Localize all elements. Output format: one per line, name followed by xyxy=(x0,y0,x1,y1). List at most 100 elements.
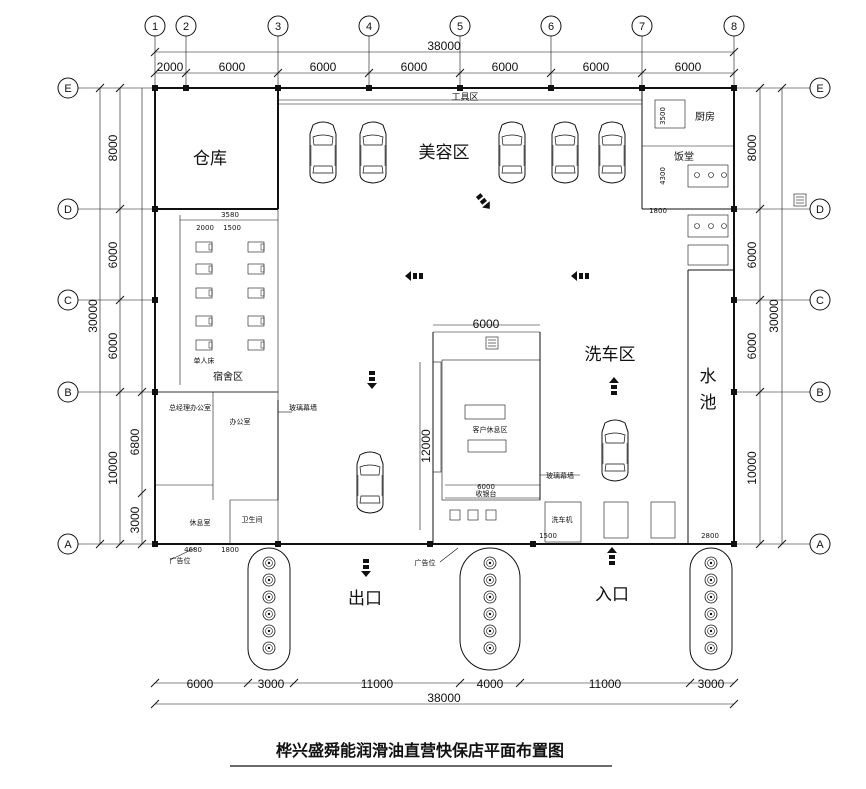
wash-height-dim: 12000 xyxy=(419,429,433,463)
warehouse-label: 仓库 xyxy=(193,149,227,169)
pool-bottom-dim: 2800 xyxy=(701,532,719,540)
wash-bays xyxy=(544,501,676,543)
kitchen-dim: 3500 xyxy=(659,107,667,125)
bottom-dimensions: 6000 3000 11000 4000 11000 3000 38000 xyxy=(150,677,739,709)
kitchen-label: 厨房 xyxy=(695,110,715,123)
top-total-dim: 38000 xyxy=(427,39,461,53)
grid-row-b-left: B xyxy=(64,387,71,399)
right-total-dim: 30000 xyxy=(767,299,781,333)
planter-right xyxy=(689,547,733,671)
dorm-beds: 单人床 xyxy=(194,241,265,365)
pool-label-2: 池 xyxy=(700,393,717,413)
grid-column-bubbles: 1 2 3 4 5 6 7 8 xyxy=(144,15,745,37)
top-dim-6: 6000 xyxy=(583,60,610,74)
top-dim-5: 6000 xyxy=(492,60,519,74)
left-dim-4: 10000 xyxy=(106,451,120,485)
top-dim-1: 2000 xyxy=(157,60,184,74)
grid-row-b-right: B xyxy=(816,387,823,399)
grid-row-bubbles: E D C B A E D C B A xyxy=(57,77,831,555)
arrow-down-icon xyxy=(367,371,377,389)
grid-columns xyxy=(154,36,735,88)
exit-label: 出口 xyxy=(348,589,382,609)
office-bottom-dim-b: 1800 xyxy=(221,546,239,554)
tools-label: 工具区 xyxy=(451,92,478,103)
grid-row-d-right: D xyxy=(816,204,824,216)
grid-col-4: 4 xyxy=(366,21,372,33)
kitchen-fixtures xyxy=(687,164,729,266)
office2-label: 办公室 xyxy=(230,417,251,426)
canteen-label: 饭堂 xyxy=(674,151,694,163)
grid-col-6: 6 xyxy=(548,21,554,33)
office1-label: 总经理办公室 xyxy=(169,403,211,412)
bottom-dim-1: 6000 xyxy=(187,677,214,691)
planter-left xyxy=(247,547,291,671)
car-icon xyxy=(359,121,387,184)
inner-dimensions: 6000 12000 3500 4300 1800 6000 3580 2000… xyxy=(184,107,719,554)
car-icon xyxy=(309,121,337,184)
arrow-down-icon xyxy=(361,559,371,577)
car-icon xyxy=(601,419,629,482)
grid-col-3: 3 xyxy=(275,21,281,33)
right-dim-1: 8000 xyxy=(745,134,759,161)
glass-wall-label-1: 玻璃幕墙 xyxy=(289,403,317,412)
wc-label: 卫生间 xyxy=(242,515,263,524)
lounge-label: 休息室 xyxy=(190,518,211,527)
page-title: 桦兴盛舜能润滑油直营快保店平面布置图 xyxy=(276,741,564,760)
room-labels: 仓库 美容区 洗车区 水 池 出口 入口 宿舍区 工具区 厨房 饭堂 总经理办公… xyxy=(169,92,717,609)
grid-row-c-left: C xyxy=(64,295,72,307)
dorm-label: 宿舍区 xyxy=(213,370,243,383)
bottom-dim-2: 3000 xyxy=(258,677,285,691)
bottom-total-dim: 38000 xyxy=(427,691,461,705)
left-inner-dim-4: 3000 xyxy=(128,506,142,533)
canteen-bottom-dim: 1800 xyxy=(649,207,667,215)
grid-col-5: 5 xyxy=(457,21,463,33)
wash-bay-dim: 1500 xyxy=(539,532,557,540)
building-walls xyxy=(152,85,737,547)
wash-zone-label: 洗车区 xyxy=(585,345,636,365)
left-dim-3: 6000 xyxy=(106,332,120,359)
grid-row-c-right: C xyxy=(816,295,824,307)
top-dim-2: 6000 xyxy=(219,60,246,74)
grid-col-2: 2 xyxy=(183,21,189,33)
flow-arrows xyxy=(361,191,619,577)
entrance-label: 入口 xyxy=(595,585,629,605)
ac-unit-icon xyxy=(793,193,807,207)
arrow-up-icon xyxy=(607,547,617,565)
arrow-left-icon xyxy=(571,271,589,281)
ad-label-2: 广告位 xyxy=(415,558,436,567)
wash-width-dim: 6000 xyxy=(473,317,500,331)
arrow-up-icon xyxy=(609,377,619,395)
beauty-zone-label: 美容区 xyxy=(419,143,470,163)
pool-label-1: 水 xyxy=(700,367,717,387)
title-block: 桦兴盛舜能润滑油直营快保店平面布置图 xyxy=(230,741,612,767)
planter-center xyxy=(459,547,521,671)
wash-machine-label: 洗车机 xyxy=(552,515,573,524)
bottom-dim-6: 3000 xyxy=(698,677,725,691)
top-dimensions: 38000 2000 6000 6000 6000 6000 6000 6000 xyxy=(150,39,739,78)
dorm-dim-a: 2000 xyxy=(196,224,214,232)
arrow-diagonal-icon xyxy=(474,191,494,213)
planters xyxy=(247,547,733,671)
top-dim-3: 6000 xyxy=(310,60,337,74)
right-dim-4: 10000 xyxy=(745,451,759,485)
ad-leaders xyxy=(169,547,459,563)
top-dim-4: 6000 xyxy=(401,60,428,74)
left-total-dim: 30000 xyxy=(86,299,100,333)
right-dimensions: 8000 6000 6000 10000 30000 xyxy=(745,83,787,549)
car-icon xyxy=(356,451,384,514)
grid-col-7: 7 xyxy=(639,21,645,33)
dorm-dim-b: 1500 xyxy=(223,224,241,232)
dorm-width-dim: 3580 xyxy=(221,211,239,219)
left-dimensions: 30000 8000 6000 6000 10000 6800 3000 xyxy=(86,83,147,549)
arrow-left-icon xyxy=(405,271,423,281)
left-dim-1: 8000 xyxy=(106,134,120,161)
bed-label: 单人床 xyxy=(194,356,215,365)
canteen-dim: 4300 xyxy=(659,167,667,185)
office-bottom-dim: 4680 xyxy=(184,546,202,554)
grid-col-8: 8 xyxy=(731,21,737,33)
left-dim-2: 6000 xyxy=(106,241,120,268)
bottom-dim-4: 4000 xyxy=(477,677,504,691)
glass-wall-label-2: 玻璃幕墙 xyxy=(546,471,574,480)
top-dim-7: 6000 xyxy=(675,60,702,74)
